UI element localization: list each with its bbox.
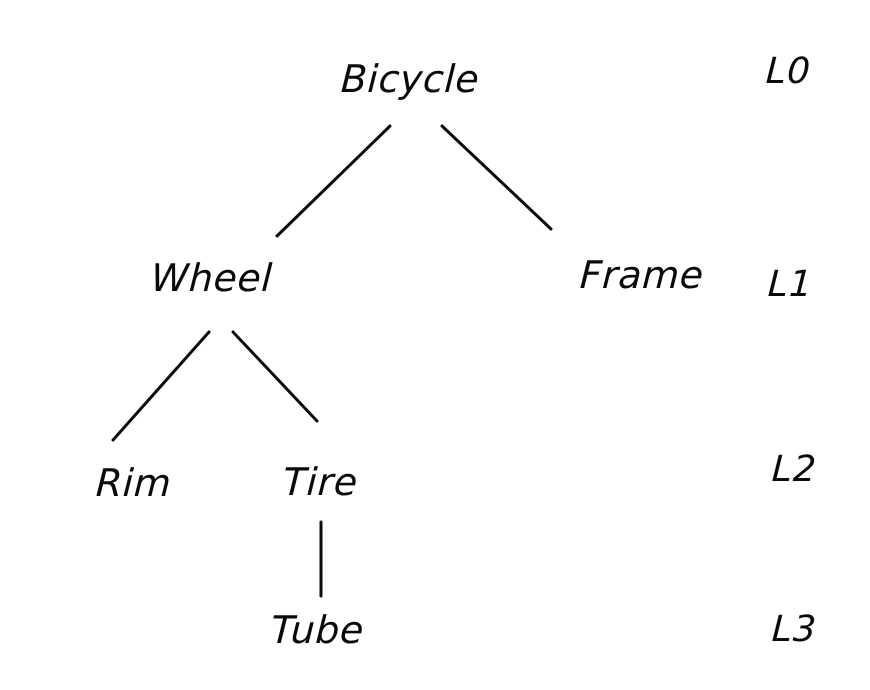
edge-bicycle-frame <box>440 124 553 231</box>
level-label-l3: L3 <box>770 609 819 650</box>
level-label-l0: L0 <box>764 51 813 92</box>
node-rim: Rim <box>94 461 173 505</box>
node-wheel: Wheel <box>149 256 274 300</box>
edge-wheel-rim <box>111 330 211 442</box>
node-bicycle: Bicycle <box>339 57 481 101</box>
node-tire: Tire <box>281 460 359 504</box>
node-frame: Frame <box>578 253 705 297</box>
edge-wheel-tire <box>231 330 319 423</box>
level-label-l2: L2 <box>770 449 819 490</box>
level-label-l1: L1 <box>766 264 815 305</box>
node-tube: Tube <box>269 608 366 652</box>
edge-bicycle-wheel <box>275 124 392 238</box>
